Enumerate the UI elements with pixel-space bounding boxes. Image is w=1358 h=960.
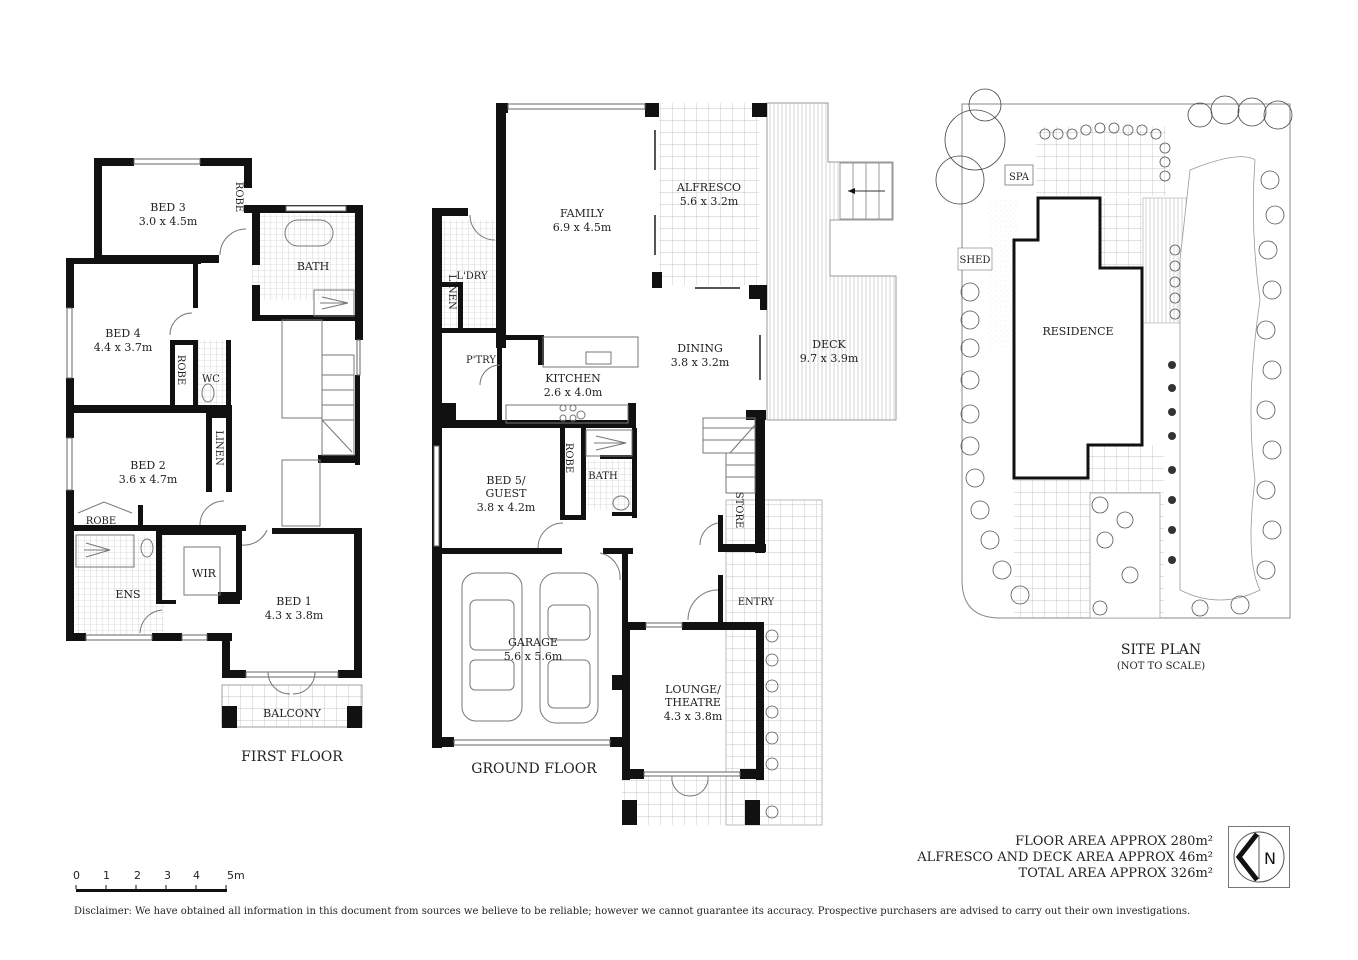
north-compass: N bbox=[1228, 826, 1290, 888]
room-label-linen-ground: LINEN bbox=[446, 274, 457, 310]
room-label-bed2: BED 2 bbox=[130, 459, 165, 472]
room-label-theatre: THEATRE bbox=[665, 696, 721, 709]
room-label-guest: GUEST bbox=[486, 487, 528, 500]
room-label-wc: WC bbox=[202, 374, 220, 385]
room-label-ens: ENS bbox=[115, 588, 140, 601]
room-size-bed4: 4.4 x 3.7m bbox=[94, 341, 153, 354]
site-label-residence: RESIDENCE bbox=[1042, 325, 1113, 338]
room-size-dining: 3.8 x 3.2m bbox=[671, 356, 730, 369]
total-area: TOTAL AREA APPROX 326m² bbox=[1018, 866, 1213, 881]
disclaimer: Disclaimer: We have obtained all informa… bbox=[74, 906, 1191, 917]
room-label-lounge: LOUNGE/ bbox=[665, 683, 721, 696]
floor-area: FLOOR AREA APPROX 280m² bbox=[1015, 834, 1213, 849]
room-label-balcony: BALCONY bbox=[263, 707, 321, 720]
site-label-spa: SPA bbox=[1009, 172, 1030, 183]
area-summary: FLOOR AREA APPROX 280m² ALFRESCO AND DEC… bbox=[917, 834, 1213, 882]
scale-tick-4: 4 bbox=[193, 869, 200, 882]
scale-tick-5m: 5m bbox=[227, 869, 245, 882]
site-label-shed: SHED bbox=[960, 255, 991, 266]
room-label-kitchen-size: 2.6 x 4.0m bbox=[544, 386, 603, 399]
room-label-linen-first: LINEN bbox=[213, 430, 224, 466]
room-label-entry: ENTRY bbox=[738, 597, 775, 608]
room-label-pantry: P'TRY bbox=[466, 355, 496, 366]
room-size-family: 6.9 x 4.5m bbox=[553, 221, 612, 234]
room-label-robe-ground: ROBE bbox=[563, 443, 574, 473]
scale-bar-labels: 0 1 2 3 4 5m bbox=[70, 869, 270, 883]
room-label-deck: DECK bbox=[812, 338, 846, 351]
room-label-bath-ground: BATH bbox=[588, 471, 618, 482]
room-label-bed3: BED 3 bbox=[150, 201, 185, 214]
room-label-kitchen: KITCHEN bbox=[545, 372, 601, 385]
scale-bar bbox=[75, 885, 227, 892]
room-label-dining: DINING bbox=[677, 342, 723, 355]
scale-tick-2: 2 bbox=[134, 869, 141, 882]
room-label-robe-bed2: ROBE bbox=[86, 516, 116, 527]
room-label-bed4: BED 4 bbox=[105, 327, 140, 340]
room-label-alfresco: ALFRESCO bbox=[676, 181, 741, 194]
room-size-deck: 9.7 x 3.9m bbox=[800, 352, 859, 365]
first-floor-title: FIRST FLOOR bbox=[241, 749, 343, 765]
room-label-laundry: L'DRY bbox=[456, 271, 488, 282]
room-label-robe-bed3: ROBE bbox=[233, 182, 244, 212]
north-arrow-icon: N bbox=[1233, 831, 1285, 883]
room-size-lounge: 4.3 x 3.8m bbox=[664, 710, 723, 723]
site-plan: SPA SHED RESIDENCE SITE PLAN (NOT TO SCA… bbox=[935, 88, 1293, 672]
alfresco-deck-area: ALFRESCO AND DECK AREA APPROX 46m² bbox=[917, 850, 1213, 865]
ground-floor-title: GROUND FLOOR bbox=[471, 761, 597, 777]
compass-n-label: N bbox=[1264, 849, 1276, 868]
site-plan-title: SITE PLAN bbox=[1121, 642, 1201, 658]
scale-tick-3: 3 bbox=[164, 869, 171, 882]
room-size-garage: 5.6 x 5.6m bbox=[504, 650, 563, 663]
room-label-wir: WIR bbox=[192, 567, 217, 580]
scale-tick-1: 1 bbox=[103, 869, 110, 882]
site-plan-subtitle: (NOT TO SCALE) bbox=[1117, 661, 1205, 672]
room-size-bed1: 4.3 x 3.8m bbox=[265, 609, 324, 622]
room-label-bath-first: BATH bbox=[297, 260, 329, 273]
room-label-family: FAMILY bbox=[560, 207, 605, 220]
room-size-bed5: 3.8 x 4.2m bbox=[477, 501, 536, 514]
room-label-bed5: BED 5/ bbox=[486, 474, 525, 487]
scale-tick-0: 0 bbox=[73, 869, 80, 882]
room-label-bed1: BED 1 bbox=[276, 595, 311, 608]
room-label-robe-bed4: ROBE bbox=[175, 355, 186, 385]
room-label-store: STORE bbox=[733, 492, 744, 529]
ground-floor-plan: FAMILY 6.9 x 4.5m ALFRESCO 5.6 x 3.2m DE… bbox=[432, 102, 897, 826]
room-size-alfresco: 5.6 x 3.2m bbox=[680, 195, 739, 208]
room-size-bed2: 3.6 x 4.7m bbox=[119, 473, 178, 486]
room-size-bed3: 3.0 x 4.5m bbox=[139, 215, 198, 228]
first-floor-plan: BED 3 3.0 x 4.5m ROBE BATH BED 4 4.4 x 3… bbox=[66, 158, 363, 765]
room-label-garage: GARAGE bbox=[508, 636, 558, 649]
